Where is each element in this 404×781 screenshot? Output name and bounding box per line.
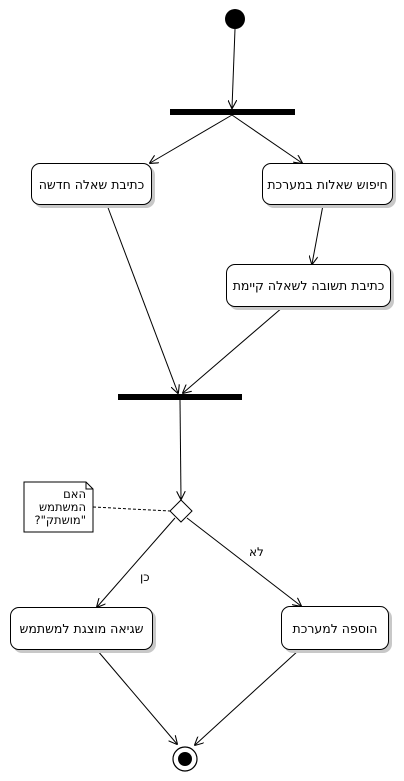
action-label: כתיבת תשובה לשאלה קיימת (232, 278, 385, 293)
edge-write-new-to-join (106, 204, 178, 393)
action-label: הוספה למערכת (292, 620, 378, 636)
edge-fork-to-write-new (150, 114, 233, 163)
edge-search-to-answer (312, 204, 324, 264)
initial-node (225, 9, 245, 29)
fork-bar (170, 109, 295, 115)
action-write-new-question: כתיבת שאלה חדשה (31, 163, 152, 205)
action-label: כתיבת שאלה חדשה (38, 176, 145, 192)
decision-diamond (169, 499, 193, 523)
action-add-to-system: הוספה למערכת (281, 606, 389, 650)
edge-error-to-final (96, 649, 177, 744)
note-line: "מושתק"? (34, 513, 87, 527)
note-line: המשתמש (39, 500, 86, 514)
note-shape (23, 481, 94, 533)
edge-initial-to-fork (232, 28, 235, 108)
guard-yes: כן (140, 570, 150, 584)
action-error-shown: שגיאה מוצגת למשתמש (10, 607, 153, 650)
edge-decision-to-error (97, 517, 176, 607)
note-text: האם המשתמש "מושתק"? (26, 487, 87, 527)
edge-add-to-final (195, 649, 300, 745)
note-anchor-line (92, 506, 171, 512)
action-label: שגיאה מוצגת למשתמש (19, 621, 144, 636)
edge-join-to-decision (180, 399, 181, 499)
edge-fork-to-search (231, 114, 302, 163)
join-bar (118, 394, 242, 400)
guard-no: לא (249, 545, 264, 559)
action-search-questions: חיפוש שאלות במערכת (262, 163, 393, 205)
note-line: האם (63, 487, 86, 501)
action-label: חיפוש שאלות במערכת (267, 176, 388, 192)
final-node (172, 746, 198, 772)
edge-decision-to-add (186, 517, 301, 606)
action-answer-existing: כתיבת תשובה לשאלה קיימת (226, 264, 391, 307)
edge-answer-to-join (183, 306, 284, 393)
